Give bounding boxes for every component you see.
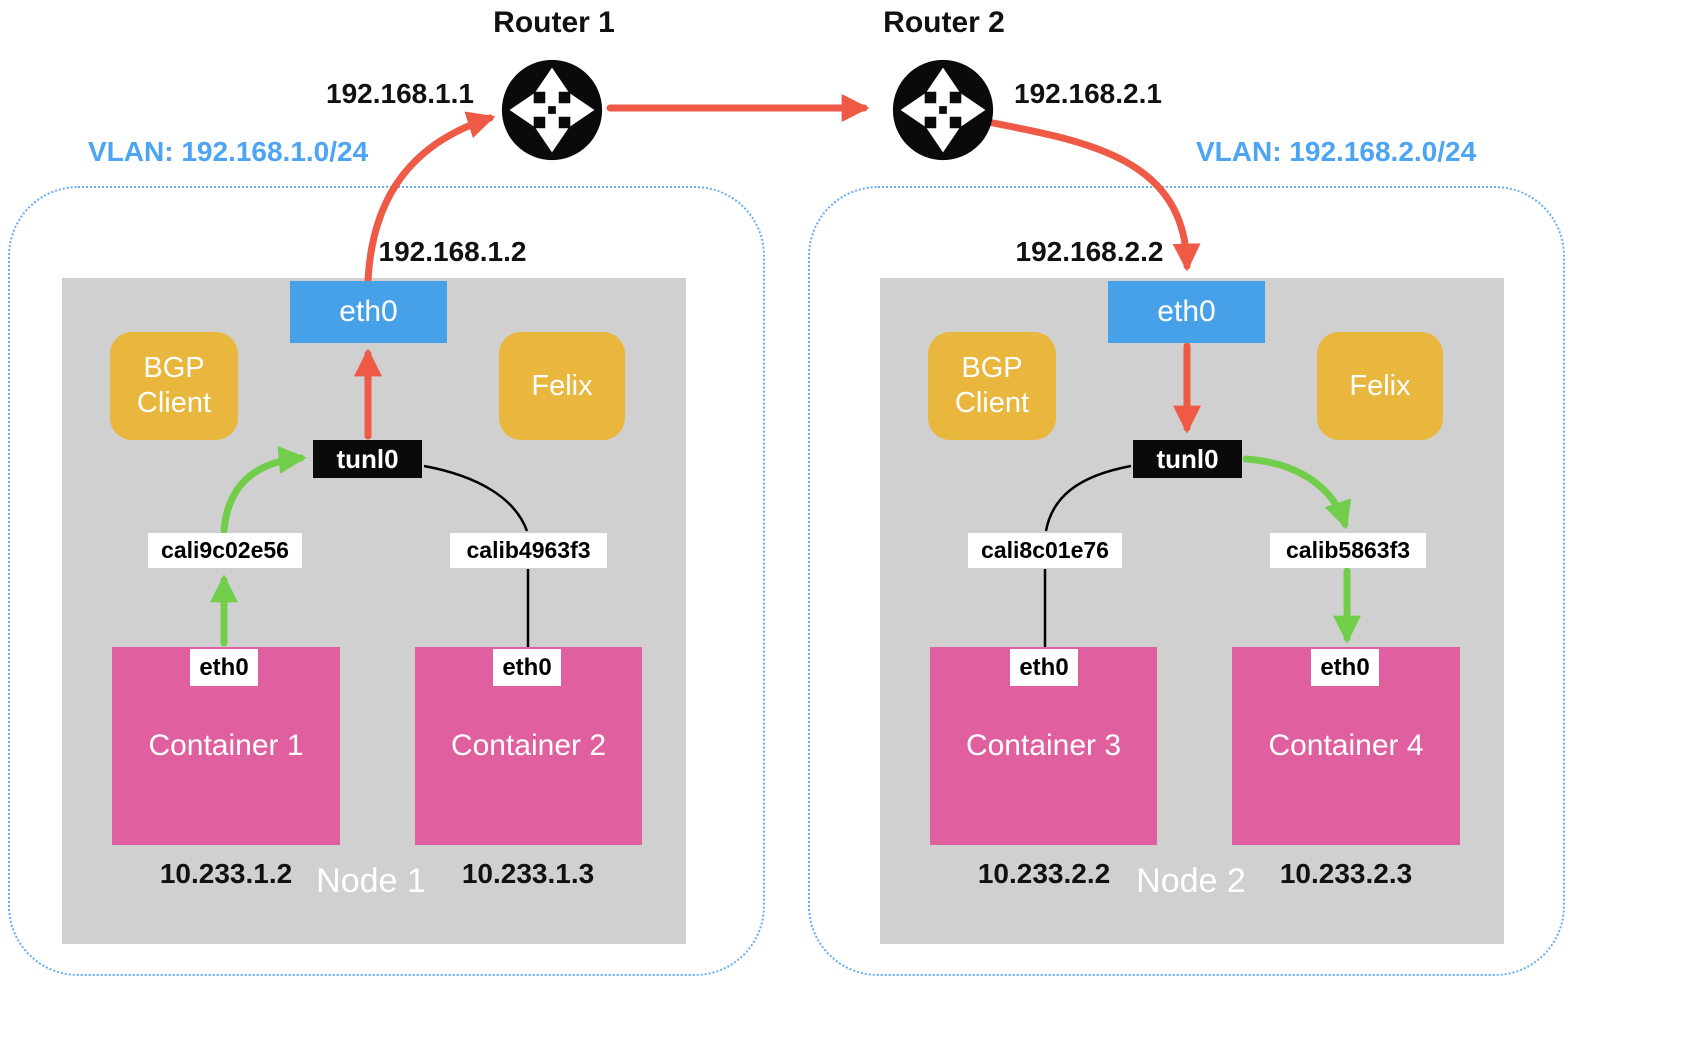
node2-eth0-ip: 192.168.2.2 — [1015, 236, 1164, 267]
node1-veth1-label: cali9c02e56 — [148, 533, 302, 568]
node2-name: Node 2 — [1136, 862, 1246, 900]
container4-ip: 10.233.2.3 — [1279, 858, 1413, 889]
router1-icon — [501, 59, 603, 161]
node2-bgp-client-box: BGP Client — [928, 332, 1056, 440]
router2-label: Router 2 — [883, 6, 1005, 39]
node1-felix-box: Felix — [499, 332, 625, 440]
node2-felix-box: Felix — [1317, 332, 1443, 440]
node2-eth0-box: eth0 — [1108, 281, 1265, 343]
container4-eth0-label: eth0 — [1311, 649, 1379, 686]
node1-name: Node 1 — [316, 862, 426, 900]
vlan1-label: VLAN: 192.168.1.0/24 — [88, 136, 369, 167]
container2-eth0-label: eth0 — [493, 649, 561, 686]
router1-label: Router 1 — [493, 6, 615, 39]
container1-eth0-label: eth0 — [190, 649, 258, 686]
node1-eth0-ip: 192.168.1.2 — [378, 236, 527, 267]
container3-ip: 10.233.2.2 — [977, 858, 1111, 889]
container3-eth0-label: eth0 — [1010, 649, 1078, 686]
container1-ip: 10.233.1.2 — [159, 858, 293, 889]
router2-ip: 192.168.2.1 — [1014, 78, 1162, 109]
node1-tunl0-box: tunl0 — [313, 440, 422, 478]
container2-ip: 10.233.1.3 — [461, 858, 595, 889]
router2-icon — [892, 59, 994, 161]
node2-veth1-label: cali8c01e76 — [968, 533, 1122, 568]
node1-eth0-box: eth0 — [290, 281, 447, 343]
node2-tunl0-box: tunl0 — [1133, 440, 1242, 478]
node1-bgp-client-box: BGP Client — [110, 332, 238, 440]
router1-ip: 192.168.1.1 — [326, 78, 474, 109]
node1-veth2-label: calib4963f3 — [450, 533, 607, 568]
node2-veth2-label: calib5863f3 — [1270, 533, 1426, 568]
vlan2-label: VLAN: 192.168.2.0/24 — [1196, 136, 1477, 167]
